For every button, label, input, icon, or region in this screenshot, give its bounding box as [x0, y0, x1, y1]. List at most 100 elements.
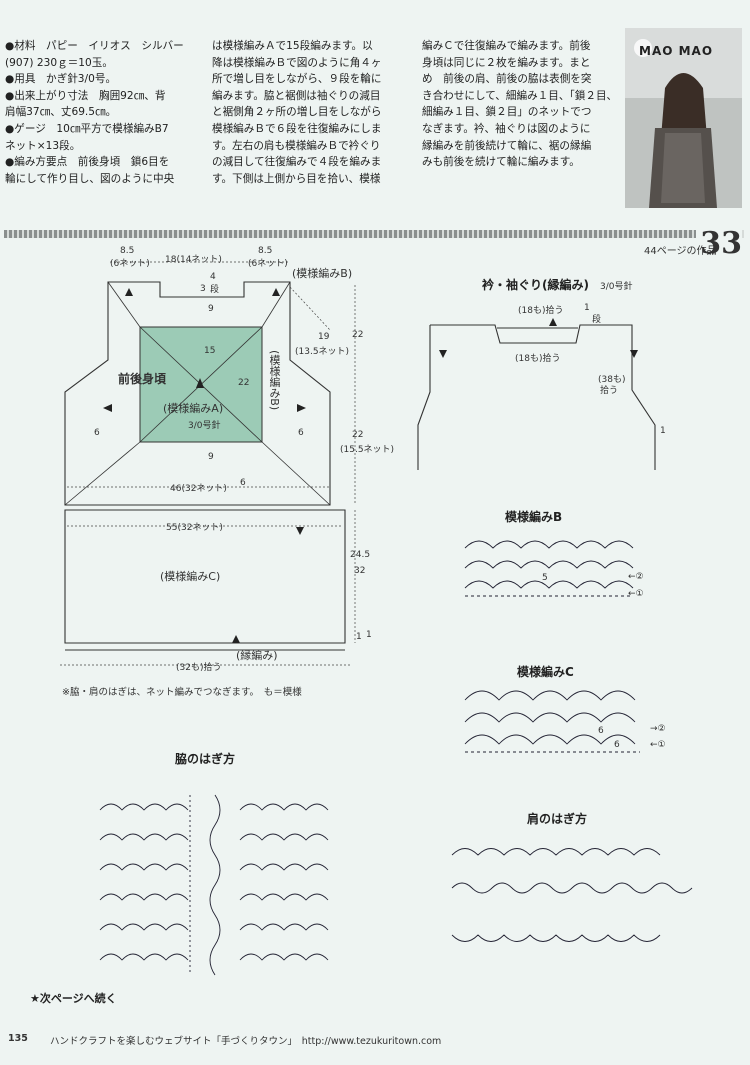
pattern-c-label: (模様編みC): [160, 570, 221, 583]
materials-line-2: (907) 230ｇ＝10玉。: [5, 56, 113, 69]
rows-32: 32: [354, 566, 366, 576]
side-join-chart: [99, 794, 329, 976]
dim-top-right-sub: (6ネット): [248, 259, 288, 269]
materials-line: ●材料 パピー イリオス シルバー: [5, 40, 184, 52]
pattern-b-top-label: (模様編みB): [292, 267, 353, 280]
gauge-line-2: ネット×13段。: [5, 139, 81, 152]
pattern-c-row1: ←①: [650, 740, 666, 750]
pickup-38-sub: 拾う: [600, 386, 619, 396]
model-photo: MAO MAO: [625, 28, 742, 208]
text-column-3: 編みＣで往復編みで編みます。前後 身頃は同じに２枚を編みます。まと め 前後の肩…: [422, 38, 620, 171]
text-line: の減目して往復編みで４段を編みま: [212, 156, 382, 169]
tools-line: ●用具 かぎ針3/0号。: [5, 73, 117, 86]
body-outline: [64, 281, 331, 506]
dim-19: 19: [318, 332, 330, 342]
dim-22-upper: 22: [352, 330, 364, 340]
rows-22: 22: [238, 378, 250, 388]
text-line: 模様編みＢで６段を往復編みにしま: [212, 122, 382, 135]
text-line: なぎます。衿、袖ぐりは図のように: [422, 122, 591, 135]
shoulder-join-chart: [451, 848, 693, 942]
pickup-32: (32も)拾う: [176, 663, 222, 673]
body-title: 前後身頃: [118, 372, 167, 386]
pattern-a-label: (模様編みA): [163, 402, 224, 415]
width-55: 55(32ネット): [166, 523, 223, 533]
text-line: め 前後の肩、前後の脇は表側を突: [422, 73, 592, 86]
watermark-logo: MAO MAO: [639, 44, 714, 58]
dim-24-5: 24.5: [350, 550, 371, 560]
text-line: 身頃は同じに２枚を編みます。まと: [422, 56, 591, 69]
text-line: 降は模様編みＢで図のように角４ヶ: [212, 56, 382, 69]
size-line-2: 肩幅37㎝、丈69.5㎝。: [5, 106, 117, 119]
continue-note: ★次ページへ続く: [30, 992, 117, 1005]
page-reference: 44ページの作品: [644, 246, 717, 257]
pickup-38: (38も): [598, 375, 626, 385]
pattern-c-count-a: 6: [598, 726, 604, 736]
rows-6-bottom: 6: [240, 478, 246, 488]
photo-illustration: [625, 28, 742, 208]
text-line: 所で増し目をしながら、９段を輪に: [212, 73, 382, 86]
pattern-c-count-b: 6: [614, 740, 620, 750]
neck-rows-unit: 段: [592, 315, 602, 325]
pattern-b-title: 模様編みB: [505, 510, 563, 524]
shoulder-join-title: 肩のはぎ方: [527, 812, 588, 826]
hook-size: 3/0号針: [188, 421, 221, 431]
text-line: と裾側角２ヶ所の増し目をしながら: [212, 106, 382, 119]
dim-top-left-sub: (6ネット): [110, 259, 150, 269]
method-line: ●編み方要点 前後身頃 鎖6目を: [5, 156, 170, 169]
side-join-title: 脇のはぎ方: [175, 752, 236, 766]
width-46: 46(32ネット): [170, 484, 227, 494]
text-line: 縁編みを前後続けて輪に、裾の縁編: [422, 139, 592, 152]
neck-edging-title: 衿・袖ぐり(縁編み): [482, 278, 589, 292]
text-line: き合わせにして、細編み１目、「鎖２目、: [422, 89, 618, 102]
text-column-2: は模様編みＡで15段編みます。以 降は模様編みＢで図のように角４ヶ 所で増し目を…: [212, 38, 417, 187]
size-line: ●出来上がり寸法 胸囲92㎝、背: [5, 89, 166, 102]
pattern-c-chart: [464, 690, 640, 753]
footer-text: ハンドクラフトを楽しむウェブサイト「手づくりタウン」 http://www.te…: [50, 1036, 442, 1047]
rows-4: 4: [210, 272, 216, 282]
text-line: す。左右の肩も模様編みＢで衿ぐり: [212, 139, 381, 152]
text-line: 編みＣで往復編みで編みます。前後: [422, 40, 591, 52]
dim-top-left: 8.5: [120, 246, 135, 256]
armhole-rows-1: 1: [660, 426, 666, 436]
text-line: 編みます。脇と裾側は袖ぐりの減目: [212, 89, 381, 102]
section-divider: [4, 230, 744, 238]
dim-22-lower: 22: [352, 430, 364, 440]
text-line: 細編み１目、鎖２目」のネットでつ: [422, 106, 592, 119]
text-line: みも前後を続けて輪に編みます。: [422, 156, 580, 169]
rows-15: 15: [204, 346, 216, 356]
rows-unit: 段: [210, 285, 220, 295]
pattern-b-row1: ←①: [628, 589, 644, 599]
pickup-18-top: (18も)拾う: [518, 306, 564, 316]
dim-top-right: 8.5: [258, 246, 273, 256]
rows-1: 1: [366, 630, 372, 640]
gauge-line: ●ゲージ 10㎝平方で模様編みB7: [5, 122, 169, 135]
pattern-b-chart: [464, 540, 634, 597]
rows-6-left: 6: [94, 428, 100, 438]
rows-6-right: 6: [298, 428, 304, 438]
pattern-b-side-label: (模様編みB): [268, 350, 281, 411]
dim-22-lower-sub: (15.5ネット): [340, 445, 395, 455]
rows-9-bottom: 9: [208, 452, 214, 462]
pattern-b-row2: ←②: [628, 572, 644, 582]
pattern-c-title: 模様編みC: [517, 665, 574, 679]
rows-3: 3: [200, 284, 206, 294]
join-note: ※脇・肩のはぎは、ネット編みでつなぎます。 も＝模様: [62, 687, 302, 698]
neck-outline: [430, 324, 656, 470]
dim-19-sub: (13.5ネット): [295, 347, 350, 357]
pickup-18-bottom: (18も)拾う: [515, 354, 561, 364]
text-line: は模様編みＡで15段編みます。以: [212, 40, 373, 52]
pattern-b-count: 5: [542, 573, 548, 583]
page-number: 135: [8, 1033, 28, 1044]
method-line-2: 輪にして作り目し、図のように中央: [5, 172, 175, 185]
neck-rows-1: 1: [584, 303, 590, 313]
neck-hook-size: 3/0号針: [600, 282, 633, 292]
rows-9-top: 9: [208, 304, 214, 314]
text-line: す。下側は上側から目を拾い、模様: [212, 172, 381, 185]
dim-top-mid: 18(14ネット): [165, 255, 222, 265]
dim-1: 1: [356, 632, 362, 642]
edging-label: (縁編み): [236, 649, 278, 662]
pattern-c-row2: →②: [650, 724, 666, 734]
text-column-1: ●材料 パピー イリオス シルバー (907) 230ｇ＝10玉。 ●用具 かぎ…: [5, 38, 205, 187]
hem-panel-outline: [64, 509, 346, 644]
